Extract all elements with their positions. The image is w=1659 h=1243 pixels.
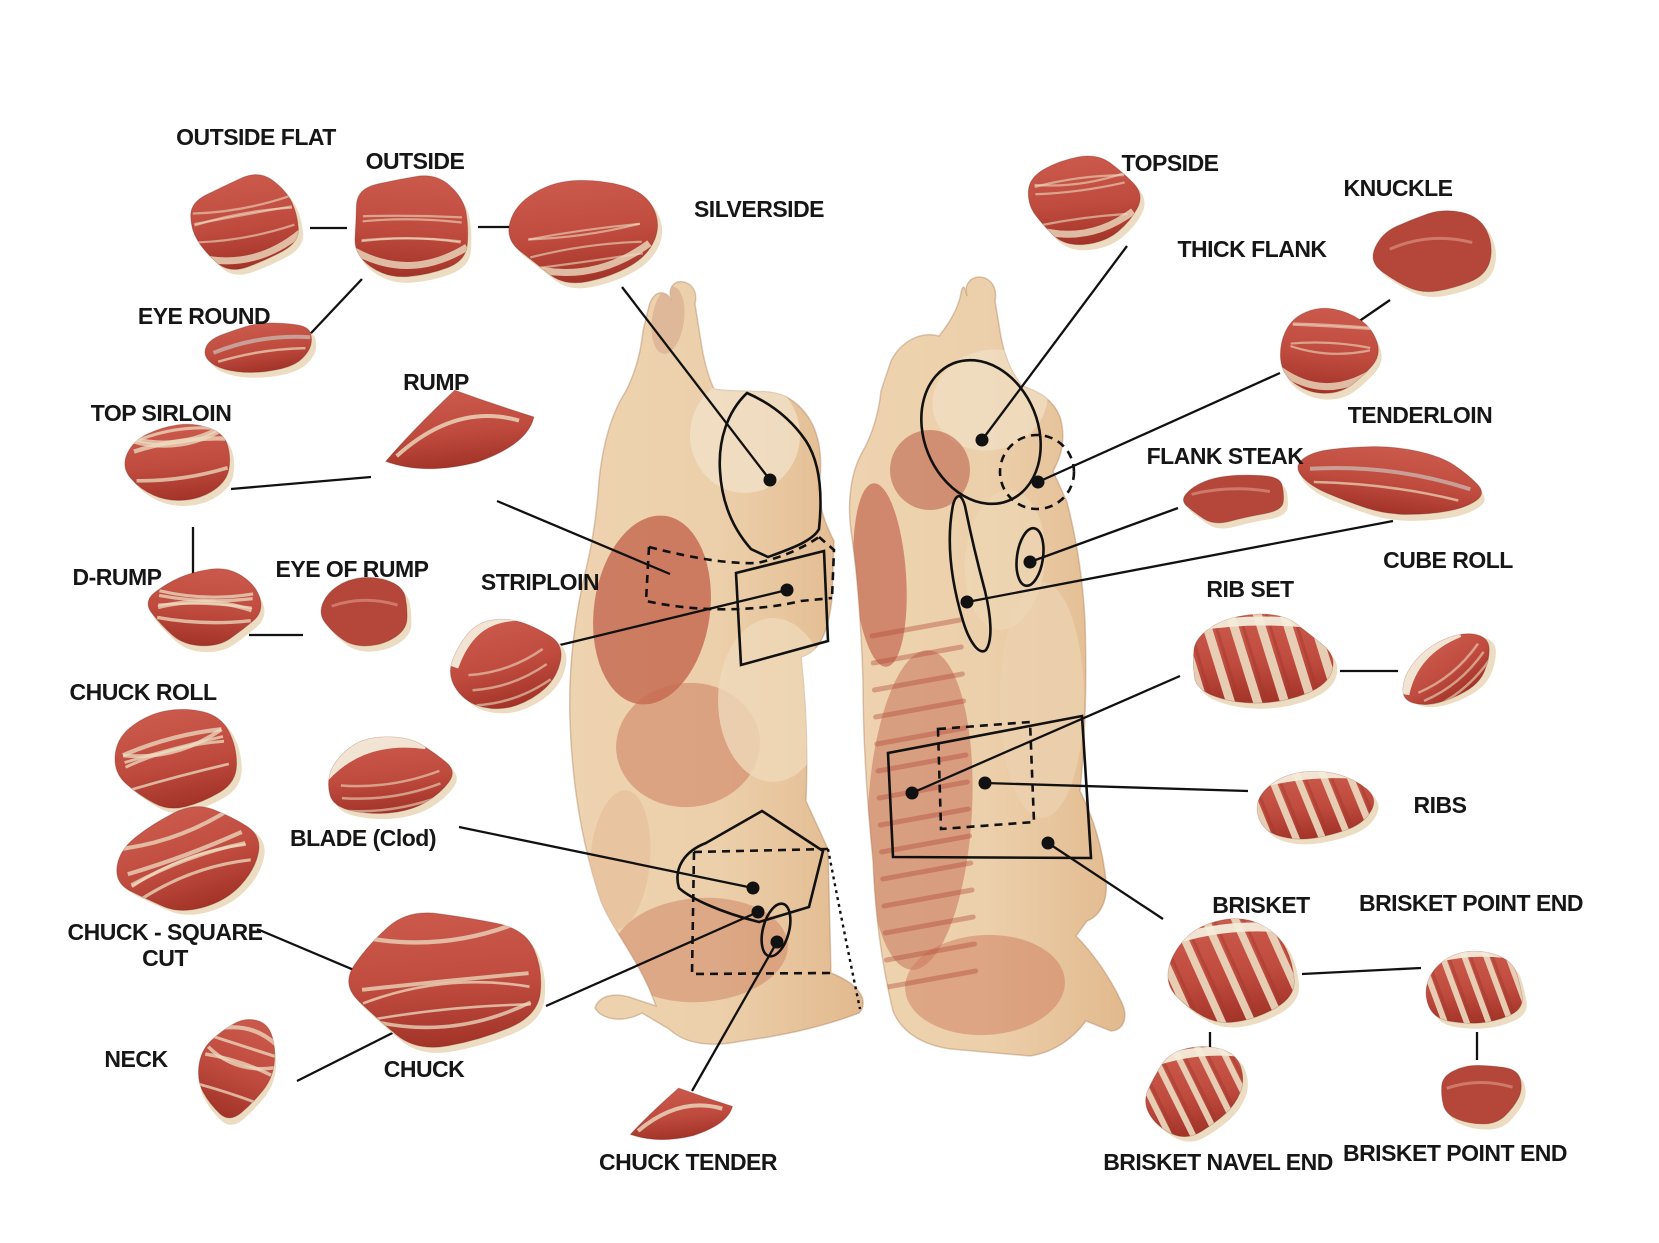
cut-image-brisket-point-end-2 [1441,1064,1526,1130]
connector-line [559,588,788,647]
cut-image-rib-set [1191,610,1338,709]
region-topside-region [920,358,1042,506]
region-silverside-region [718,391,822,559]
label-d-rump: D-RUMP [73,564,162,590]
label-brisket-navel-end: BRISKET NAVEL END [1103,1149,1333,1175]
connector-line [911,674,1181,795]
cut-image-thick-flank [1277,307,1382,400]
cut-image-ribs [1252,762,1379,846]
label-tenderloin: TENDERLOIN [1348,402,1493,428]
region-striploin-region [734,549,830,667]
label-thick-flank: THICK FLANK [1177,236,1327,262]
cut-image-cube-roll [1395,623,1496,711]
label-chuck: CHUCK [384,1056,465,1082]
carcass-dot [780,583,794,597]
connector-line [1029,506,1179,564]
carcass-dot [978,776,992,790]
cut-image-neck [193,1019,283,1125]
cut-image-silverside [508,179,663,289]
carcass-dot [905,786,919,800]
cut-image-d-rump [147,568,265,653]
connector-line [458,825,754,890]
connector-line [1047,842,1164,920]
cut-image-chuck-square-cut [116,805,265,915]
label-line: CUT [142,945,188,971]
connector-line [984,781,1249,793]
carcass-dot [751,905,765,919]
label-brisket-point-end: BRISKET POINT END [1359,890,1583,916]
cut-image-flank-steak [1182,474,1288,529]
carcass-dot [1041,836,1055,850]
cut-image-outside-flat [187,174,304,275]
cut-image-rump [384,389,535,470]
label-cube-roll: CUBE ROLL [1383,547,1513,573]
connector-line [230,475,372,491]
label-eye-of-rump: EYE OF RUMP [276,556,429,582]
label-topside: TOPSIDE [1121,150,1218,176]
label-brisket: BRISKET [1212,892,1310,918]
region-flank-steak-region [1015,526,1045,588]
carcass-dot [960,595,974,609]
label-outside: OUTSIDE [366,148,465,174]
connector-line [621,286,771,481]
region-ribs-region [936,720,1036,831]
cut-image-striploin [444,607,567,714]
carcass-dot [770,935,784,949]
label-blade-clod: BLADE (Clod) [290,825,436,851]
label-ribs: RIBS [1414,792,1467,818]
label-top-sirloin: TOP SIRLOIN [91,400,232,426]
region-thick-flank-region [998,433,1076,511]
cut-image-brisket [1159,909,1301,1033]
cut-image-chuck-tender [629,1087,734,1141]
region-rump-region [644,535,836,611]
label-line: CHUCK - SQUARE [68,919,263,945]
connector-line [545,910,759,1008]
carcass-dot [1023,555,1037,569]
cut-image-topside [1027,155,1145,251]
label-knuckle: KNUCKLE [1344,175,1453,201]
label-brisket-point-end-2: BRISKET POINT END [1343,1140,1567,1166]
cut-image-outside [352,175,472,283]
cut-image-eye-of-rump [320,576,412,652]
carcass-dot [1031,475,1045,489]
region-chuck-region [690,847,831,976]
cut-image-blade-clod [324,733,457,820]
cut-image-knuckle [1372,210,1496,298]
connector-line [691,941,778,1092]
label-flank-steak: FLANK STEAK [1147,443,1305,469]
carcass-right [848,276,1126,1057]
label-neck: NECK [104,1046,168,1072]
cut-image-brisket-point-end [1422,946,1527,1029]
cut-image-chuck-roll [114,708,242,814]
connector-line [981,245,1128,441]
label-rump: RUMP [403,369,469,395]
label-striploin: STRIPLOIN [481,569,599,595]
label-silverside: SILVERSIDE [694,196,824,222]
carcass-dot [763,473,777,487]
cut-image-eye-round [204,322,317,378]
connector-line [1037,371,1281,484]
connector-line [1301,966,1422,976]
label-chuck-roll: CHUCK ROLL [69,679,216,705]
carcass-dot [975,433,989,447]
region-rib-set-region [886,714,1093,860]
cut-image-chuck [348,912,546,1053]
region-blade-region [676,809,825,924]
cut-image-top-sirloin [124,423,235,507]
connector-line [496,499,671,576]
label-eye-round: EYE ROUND [138,303,270,329]
label-chuck-tender: CHUCK TENDER [599,1149,778,1175]
connector-line [966,519,1394,604]
region-tenderloin-region [948,494,992,653]
label-rib-set: RIB SET [1206,576,1294,602]
cut-image-tenderloin [1297,446,1485,521]
label-outside-flat: OUTSIDE FLAT [176,124,336,150]
cut-image-brisket-navel-end [1136,1038,1253,1144]
carcass-dot [746,881,760,895]
